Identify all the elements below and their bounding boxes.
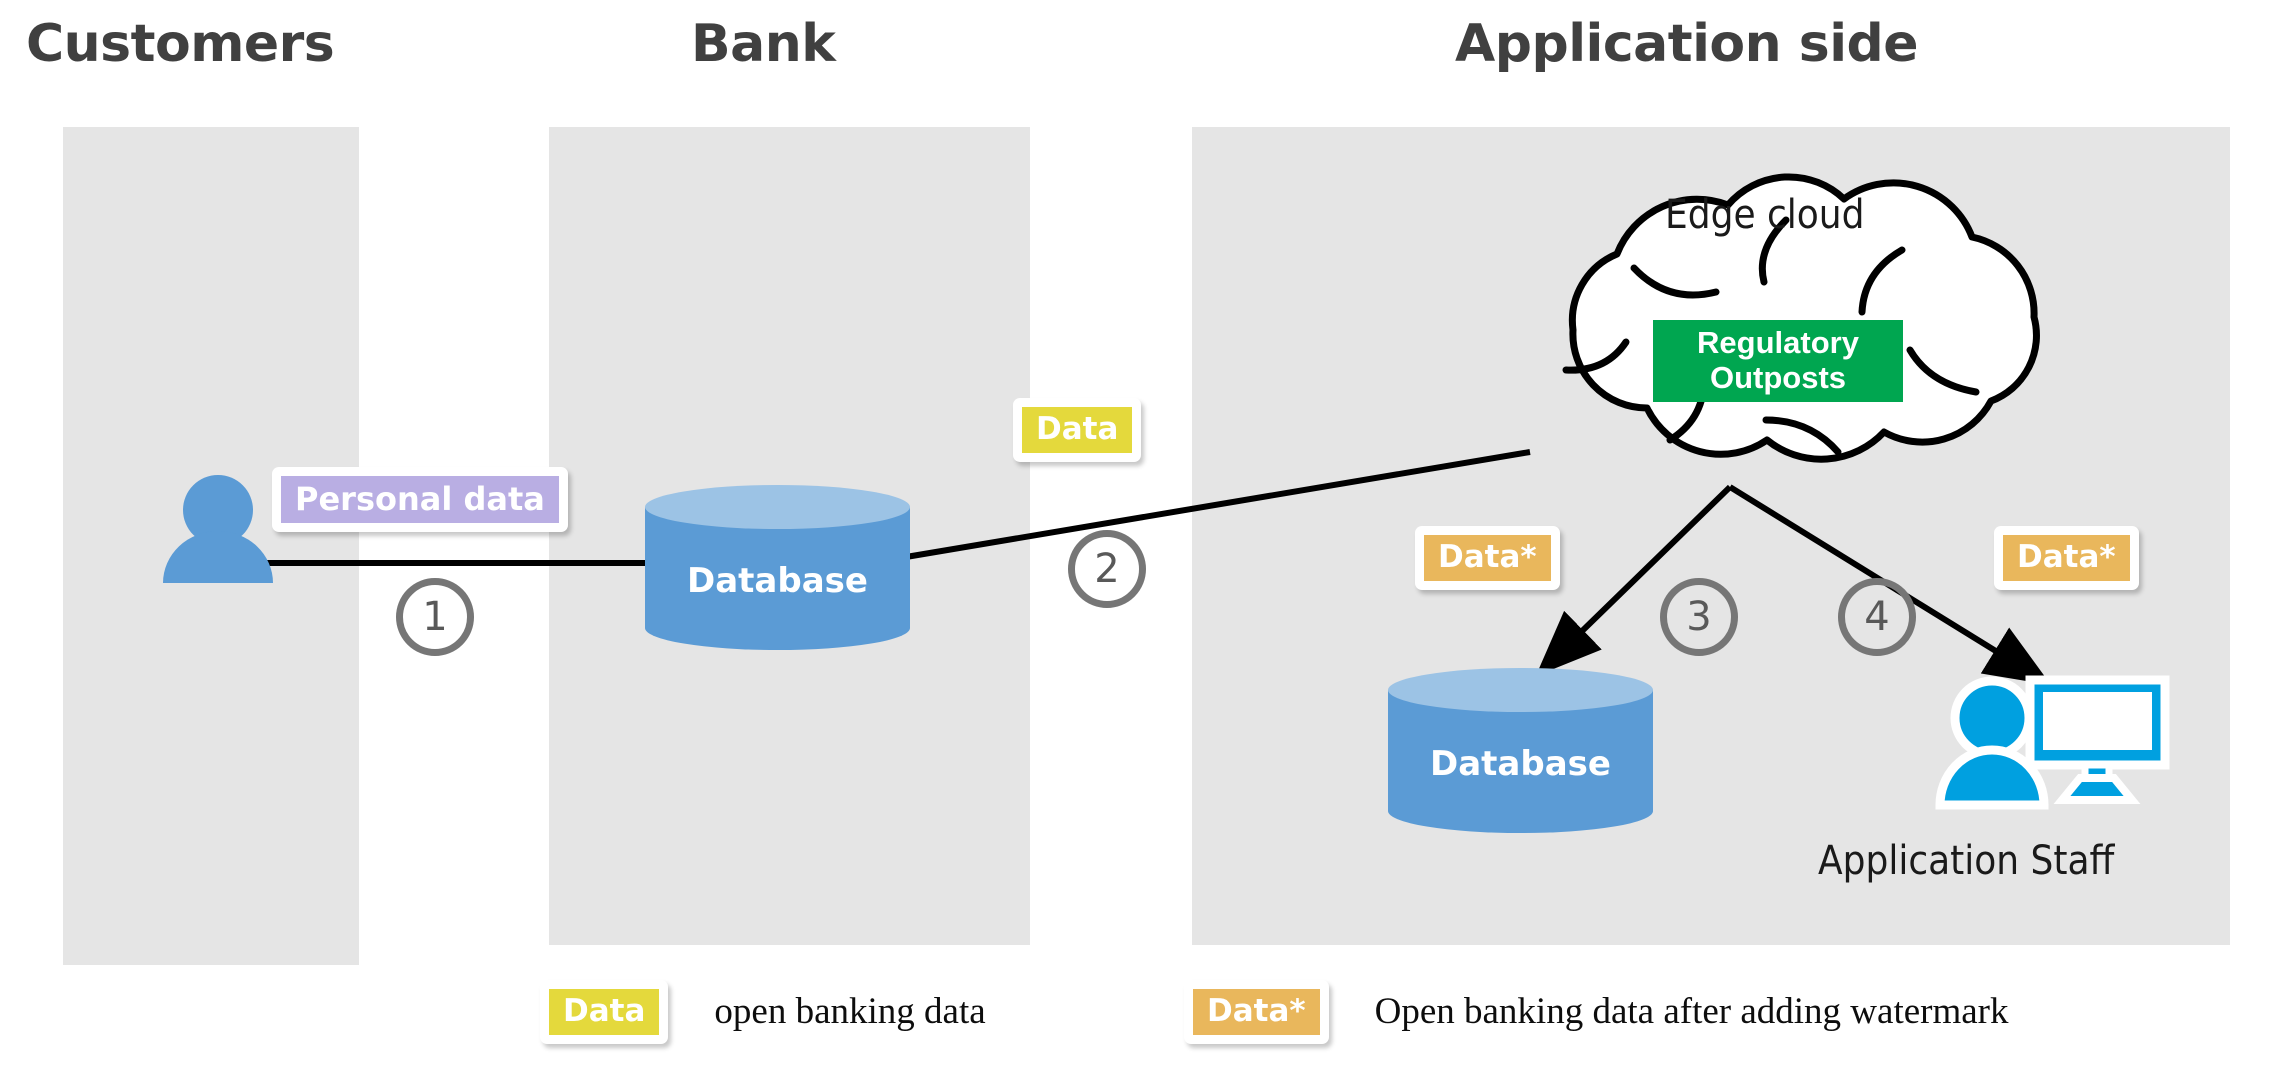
application-database-label: Database: [1430, 744, 1611, 784]
bank-database-label: Database: [687, 561, 868, 601]
badge-data-watermark-label: Data*: [2003, 535, 2130, 581]
legend-text-data-watermark: Open banking data after adding watermark: [1374, 991, 2009, 1033]
db-top-ellipse: [1388, 668, 1653, 712]
badge-personal-data-label: Personal data: [281, 476, 559, 524]
step-circle-4: 4: [1838, 578, 1916, 656]
badge-personal-data: Personal data: [272, 467, 568, 533]
column-title-bank: Bank: [691, 14, 836, 74]
column-title-application-side: Application side: [1455, 14, 1919, 74]
bank-database: Database: [645, 485, 910, 650]
db-top-ellipse: [645, 485, 910, 529]
legend-item-data: Data open banking data: [540, 980, 986, 1044]
legend-badge-data: Data: [540, 980, 669, 1044]
badge-data-watermark-to-staff: Data*: [1994, 526, 2139, 590]
regulatory-outposts-line1: Regulatory: [1697, 325, 1859, 361]
legend-text-data: open banking data: [714, 991, 986, 1033]
regulatory-outposts-box: Regulatory Outposts: [1653, 320, 1903, 402]
step-circle-2: 2: [1068, 530, 1146, 608]
edge-cloud-label: Edge cloud: [1665, 192, 1865, 238]
regulatory-outposts-line2: Outposts: [1709, 360, 1847, 395]
step-circle-1: 1: [396, 578, 474, 656]
legend-badge-data-watermark-label: Data*: [1193, 989, 1320, 1035]
badge-data-label: Data: [1022, 407, 1133, 453]
badge-data-bank-to-cloud: Data: [1013, 398, 1142, 462]
legend-badge-data-watermark: Data*: [1184, 980, 1329, 1044]
column-title-customers: Customers: [26, 14, 335, 74]
application-staff-label: Application Staff: [1818, 838, 2115, 884]
badge-data-watermark-to-db: Data*: [1415, 526, 1560, 590]
step-circle-3: 3: [1660, 578, 1738, 656]
regulatory-outposts-label: Regulatory Outposts: [1697, 325, 1859, 395]
application-database: Database: [1388, 668, 1653, 833]
legend-badge-data-label: Data: [549, 989, 660, 1035]
legend-item-data-watermark: Data* Open banking data after adding wat…: [1184, 980, 2009, 1044]
badge-data-watermark-label: Data*: [1424, 535, 1551, 581]
panel-customers: [63, 127, 359, 965]
